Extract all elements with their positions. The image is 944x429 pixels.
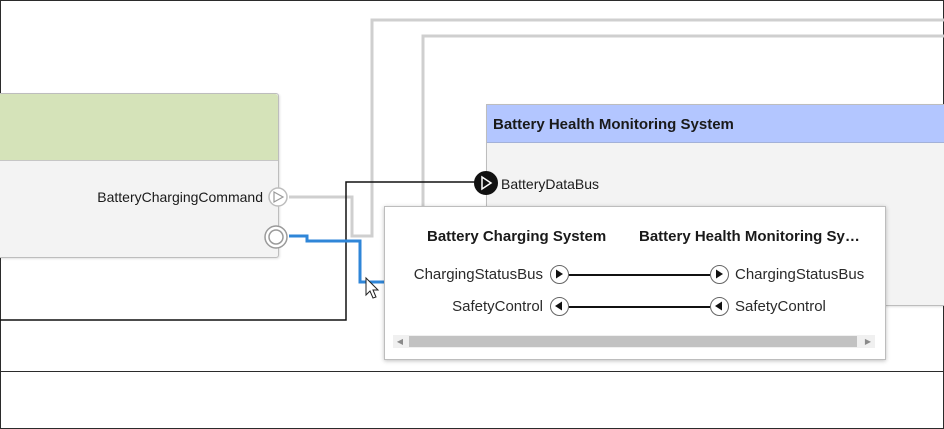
component-header — [0, 94, 278, 161]
connection-detail-popup: Battery Charging System Battery Health M… — [384, 206, 886, 360]
popup-source-title: Battery Charging System — [427, 228, 607, 245]
mouse-cursor-icon — [365, 276, 380, 299]
popup-target-title: Battery Health Monitoring Sy… — [639, 228, 860, 245]
horizontal-scrollbar[interactable]: ◀ ▶ — [393, 335, 875, 348]
popup-source-port-label: ChargingStatusBus — [413, 266, 543, 283]
popup-connection-line — [569, 274, 710, 276]
client-port-icon[interactable] — [264, 225, 290, 251]
scroll-left-icon[interactable]: ◀ — [396, 337, 404, 346]
canvas-divider — [0, 371, 944, 372]
popup-connection-line — [569, 306, 710, 308]
popup-source-port-label: SafetyControl — [452, 298, 543, 315]
play-left-icon[interactable] — [710, 297, 729, 316]
popup-target-port-label: SafetyControl — [735, 298, 826, 315]
wire-gray-outer[interactable] — [289, 18, 944, 238]
scroll-right-icon[interactable]: ▶ — [864, 337, 872, 346]
scrollbar-thumb[interactable] — [409, 336, 857, 347]
play-left-icon[interactable] — [550, 297, 569, 316]
play-right-icon[interactable] — [550, 265, 569, 284]
input-port-icon[interactable] — [473, 170, 499, 196]
port-label-battery-charging-command: BatteryChargingCommand — [97, 189, 263, 205]
wire-selected[interactable] — [289, 234, 384, 284]
battery-charging-component[interactable] — [0, 93, 279, 258]
port-label-battery-data-bus: BatteryDataBus — [501, 176, 600, 192]
popup-target-port-label: ChargingStatusBus — [735, 266, 865, 283]
play-right-icon[interactable] — [710, 265, 729, 284]
component-title: Battery Health Monitoring System — [487, 105, 944, 143]
output-port-icon[interactable] — [268, 187, 290, 209]
wire-gray-inner[interactable] — [421, 34, 944, 206]
wire-black-databus[interactable] — [0, 181, 476, 321]
